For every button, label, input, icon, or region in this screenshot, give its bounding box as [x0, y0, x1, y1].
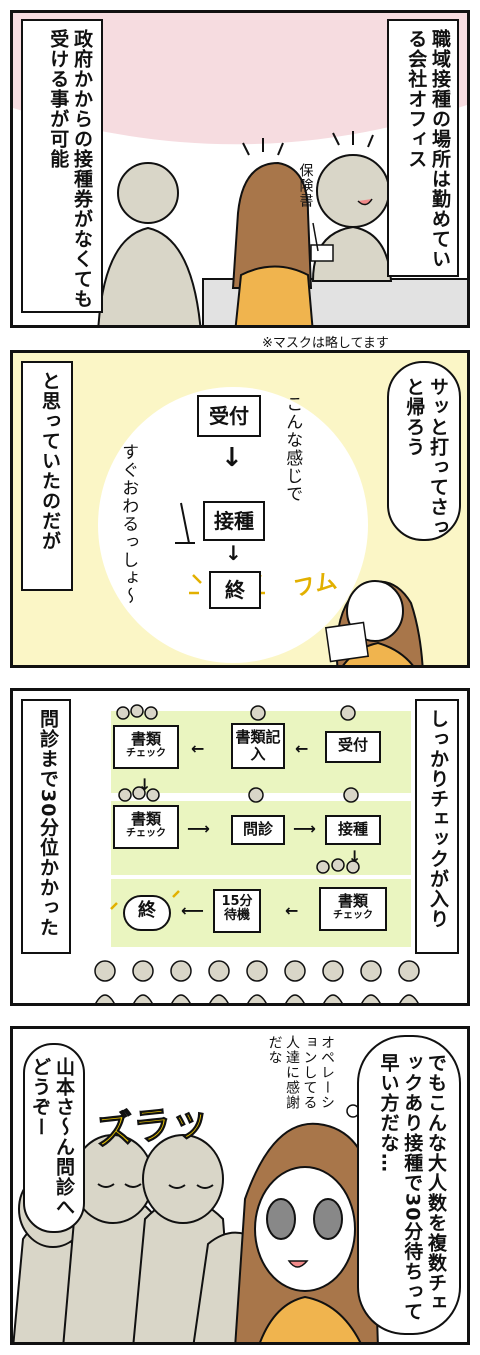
- panel-3-arrow-3: ↓: [138, 775, 152, 794]
- panel-1-caption-left: 政府かからの接種券がなくても受ける事が可能: [21, 19, 103, 313]
- panel-3-arrow-8: ⟵: [181, 901, 204, 920]
- panel-1-note-sign: 保険書: [297, 163, 314, 208]
- panel-3-flow-interview: 問診: [231, 815, 285, 845]
- panel-4-bubble-left: 山本さ〜ん問診へどうぞー: [23, 1043, 85, 1233]
- panel-2-flow-reception: 受付: [197, 395, 261, 437]
- panel-3-arrow-5: ⟶: [293, 819, 316, 838]
- panel-3-docs-check-1-title: 書類: [130, 730, 161, 748]
- panel-3-arrow-2: ←: [191, 739, 205, 758]
- panel-3-flow-docs-check-3: 書類 チェック: [319, 887, 387, 931]
- panel-4-bubble-right: でもこんな大人数を複数チェックあり接種で30分待ちって早い方だな…: [357, 1035, 461, 1335]
- panel-2-flow-vaccination: 接種: [203, 501, 265, 541]
- panel-3-arrow-7: ←: [285, 901, 299, 920]
- panel-3-docs-check-3-sub: チェック: [333, 909, 373, 921]
- panel-2-thought-top: こんな感じで: [282, 395, 303, 503]
- panel-3-caption-right: しっかりチェックが入り: [415, 699, 459, 954]
- panel-3-docs-check-3-title: 書類: [337, 892, 368, 910]
- panel-3-docs-check-1-sub: チェック: [126, 747, 166, 759]
- panel-1: 保険書 職域接種の場所は勤めている会社オフィス 政府かからの接種券がなくても受け…: [10, 10, 470, 328]
- panel-2: 受付 ↓ 接種 ↓ 終 こんな感じで すぐおわるっしょ〜 フム サッと打ってさっ…: [10, 350, 470, 668]
- panel-3-flow-wait: 15分待機: [213, 889, 261, 933]
- panel-3-flow-docs-entry: 書類記入: [231, 723, 285, 769]
- panel-3-flow-end: 終: [123, 895, 171, 931]
- panel-3-flow-vaccination: 接種: [325, 815, 381, 845]
- panel-2-caption-left: と思っていたのだが: [21, 361, 73, 591]
- panel-1-footnote: ※マスクは略してます: [262, 336, 389, 351]
- panel-2-bubble-right: サッと打ってさっと帰ろう: [387, 361, 461, 541]
- panel-2-flow-end: 終: [209, 571, 261, 609]
- panel-3-flow-reception: 受付: [325, 731, 381, 763]
- panel-3-flow-docs-check-2: 書類 チェック: [113, 805, 179, 849]
- panel-3: 受付 ← 書類記入 ← 書類 チェック ↓ 書類 チェック ⟶ 問診 ⟶ 接種 …: [10, 688, 470, 1006]
- panel-3-arrow-6: ↓: [348, 847, 362, 866]
- panel-4-scene: [13, 1092, 379, 1342]
- panel-1-scene: [13, 13, 467, 325]
- panel-3-flow-docs-check-1: 書類 チェック: [113, 725, 179, 769]
- panel-3-docs-check-2-sub: チェック: [126, 827, 166, 839]
- panel-1-caption-right: 職域接種の場所は勤めている会社オフィス: [387, 19, 459, 277]
- panel-3-arrow-1: ←: [295, 739, 309, 758]
- panel-3-docs-check-2-title: 書類: [130, 810, 161, 828]
- panel-4-thought: オペレーションしてる人達に感謝だな: [266, 1035, 336, 1110]
- panel-3-arrow-4: ⟶: [187, 819, 210, 838]
- panel-3-caption-left: 問診まで30分位かかった: [21, 699, 71, 954]
- panel-2-thought-left: すぐおわるっしょ〜: [118, 443, 139, 605]
- panel-2-arrow-2: ↓: [225, 541, 242, 565]
- panel-4: オペレーションしてる人達に感謝だな ズラッ でもこんな大人数を複数チェックあり接…: [10, 1026, 470, 1345]
- panel-2-arrow-1: ↓: [221, 443, 243, 473]
